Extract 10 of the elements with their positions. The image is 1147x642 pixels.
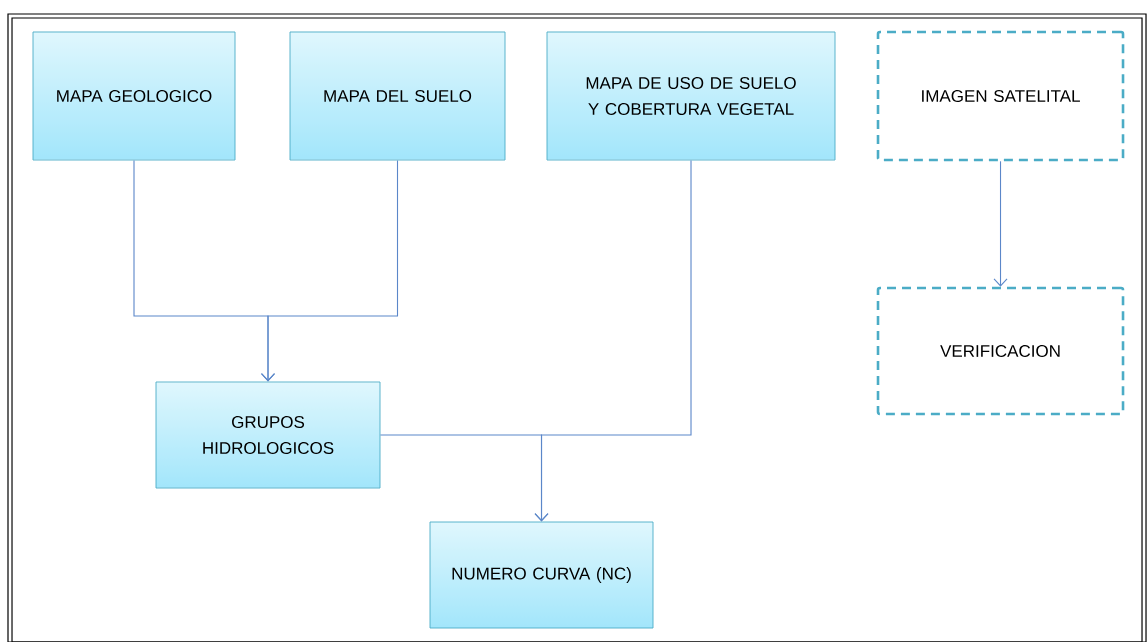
- process-box: MAPA GEOLOGICO: [32, 31, 236, 161]
- process-box: NUMERO CURVA (NC): [429, 521, 654, 629]
- dashed-box: IMAGEN SATELITAL: [876, 30, 1125, 162]
- process-box: GRUPOS HIDROLOGICOS: [155, 381, 381, 489]
- arrow: [260, 159, 399, 382]
- process-box: MAPA DE USO DE SUELO Y COBERTURA VEGETAL: [546, 31, 836, 161]
- arrow: [993, 160, 1008, 287]
- arrow: [534, 159, 692, 522]
- dashed-box: VERIFICACION: [876, 286, 1125, 416]
- process-box: MAPA DEL SUELO: [289, 31, 506, 161]
